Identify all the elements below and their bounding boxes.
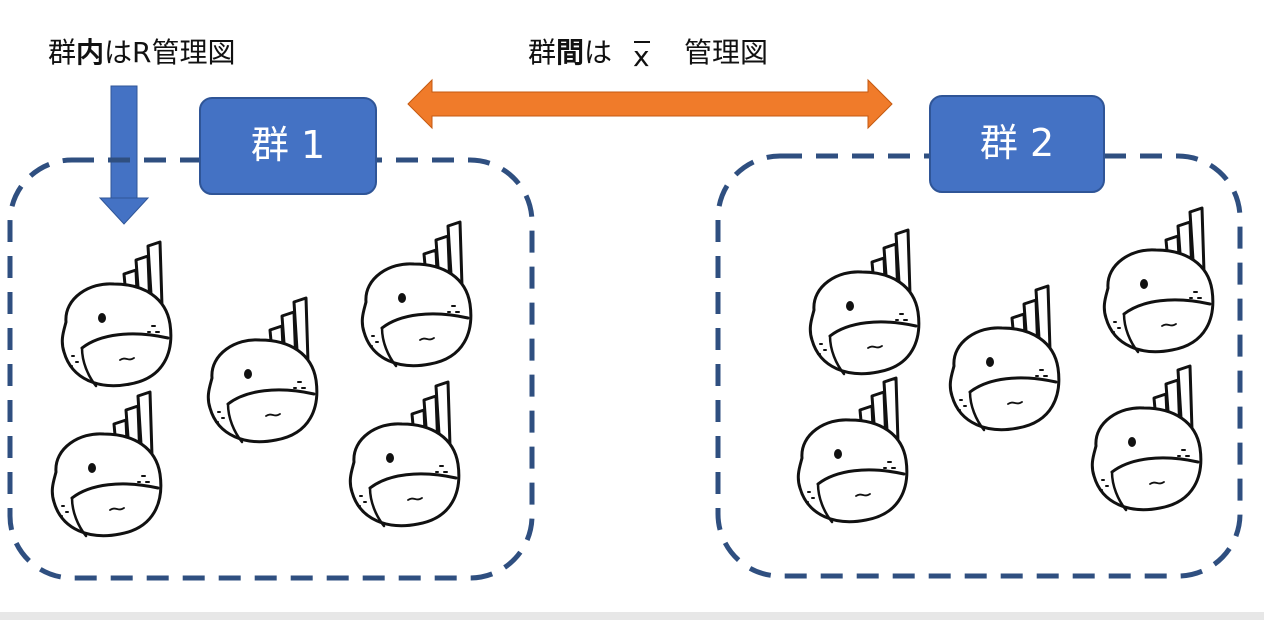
double-arrow — [407, 78, 893, 130]
creature-illustration — [796, 376, 909, 524]
x-bar-symbol: x — [633, 40, 650, 73]
creature-illustration — [50, 390, 163, 538]
creature-illustration — [808, 228, 921, 376]
between-mid: は — [584, 36, 612, 69]
group-2-box: 群 2 — [929, 95, 1105, 193]
between-prefix: 群 — [528, 36, 556, 69]
creature-illustration — [360, 220, 473, 368]
down-arrow — [98, 85, 150, 225]
creature-illustration — [348, 380, 461, 528]
within-group-label: 群内はR管理図 — [48, 36, 236, 69]
group-2-label: 群 2 — [980, 121, 1054, 165]
creature-illustration — [60, 240, 173, 388]
creature-illustration — [1102, 206, 1215, 354]
within-suffix: はR管理図 — [104, 36, 235, 69]
between-group-label: 群間は — [528, 36, 612, 69]
creature-illustration — [1090, 364, 1203, 512]
group-1-box: 群 1 — [199, 97, 377, 195]
between-suffix: 管理図 — [684, 36, 768, 69]
between-bold: 間 — [556, 36, 584, 69]
group-1-label: 群 1 — [251, 123, 325, 167]
creature-illustration — [206, 296, 319, 444]
creature-illustration — [948, 284, 1061, 432]
bottom-bar — [0, 612, 1264, 620]
within-prefix: 群 — [48, 36, 76, 69]
within-bold: 内 — [76, 36, 104, 69]
